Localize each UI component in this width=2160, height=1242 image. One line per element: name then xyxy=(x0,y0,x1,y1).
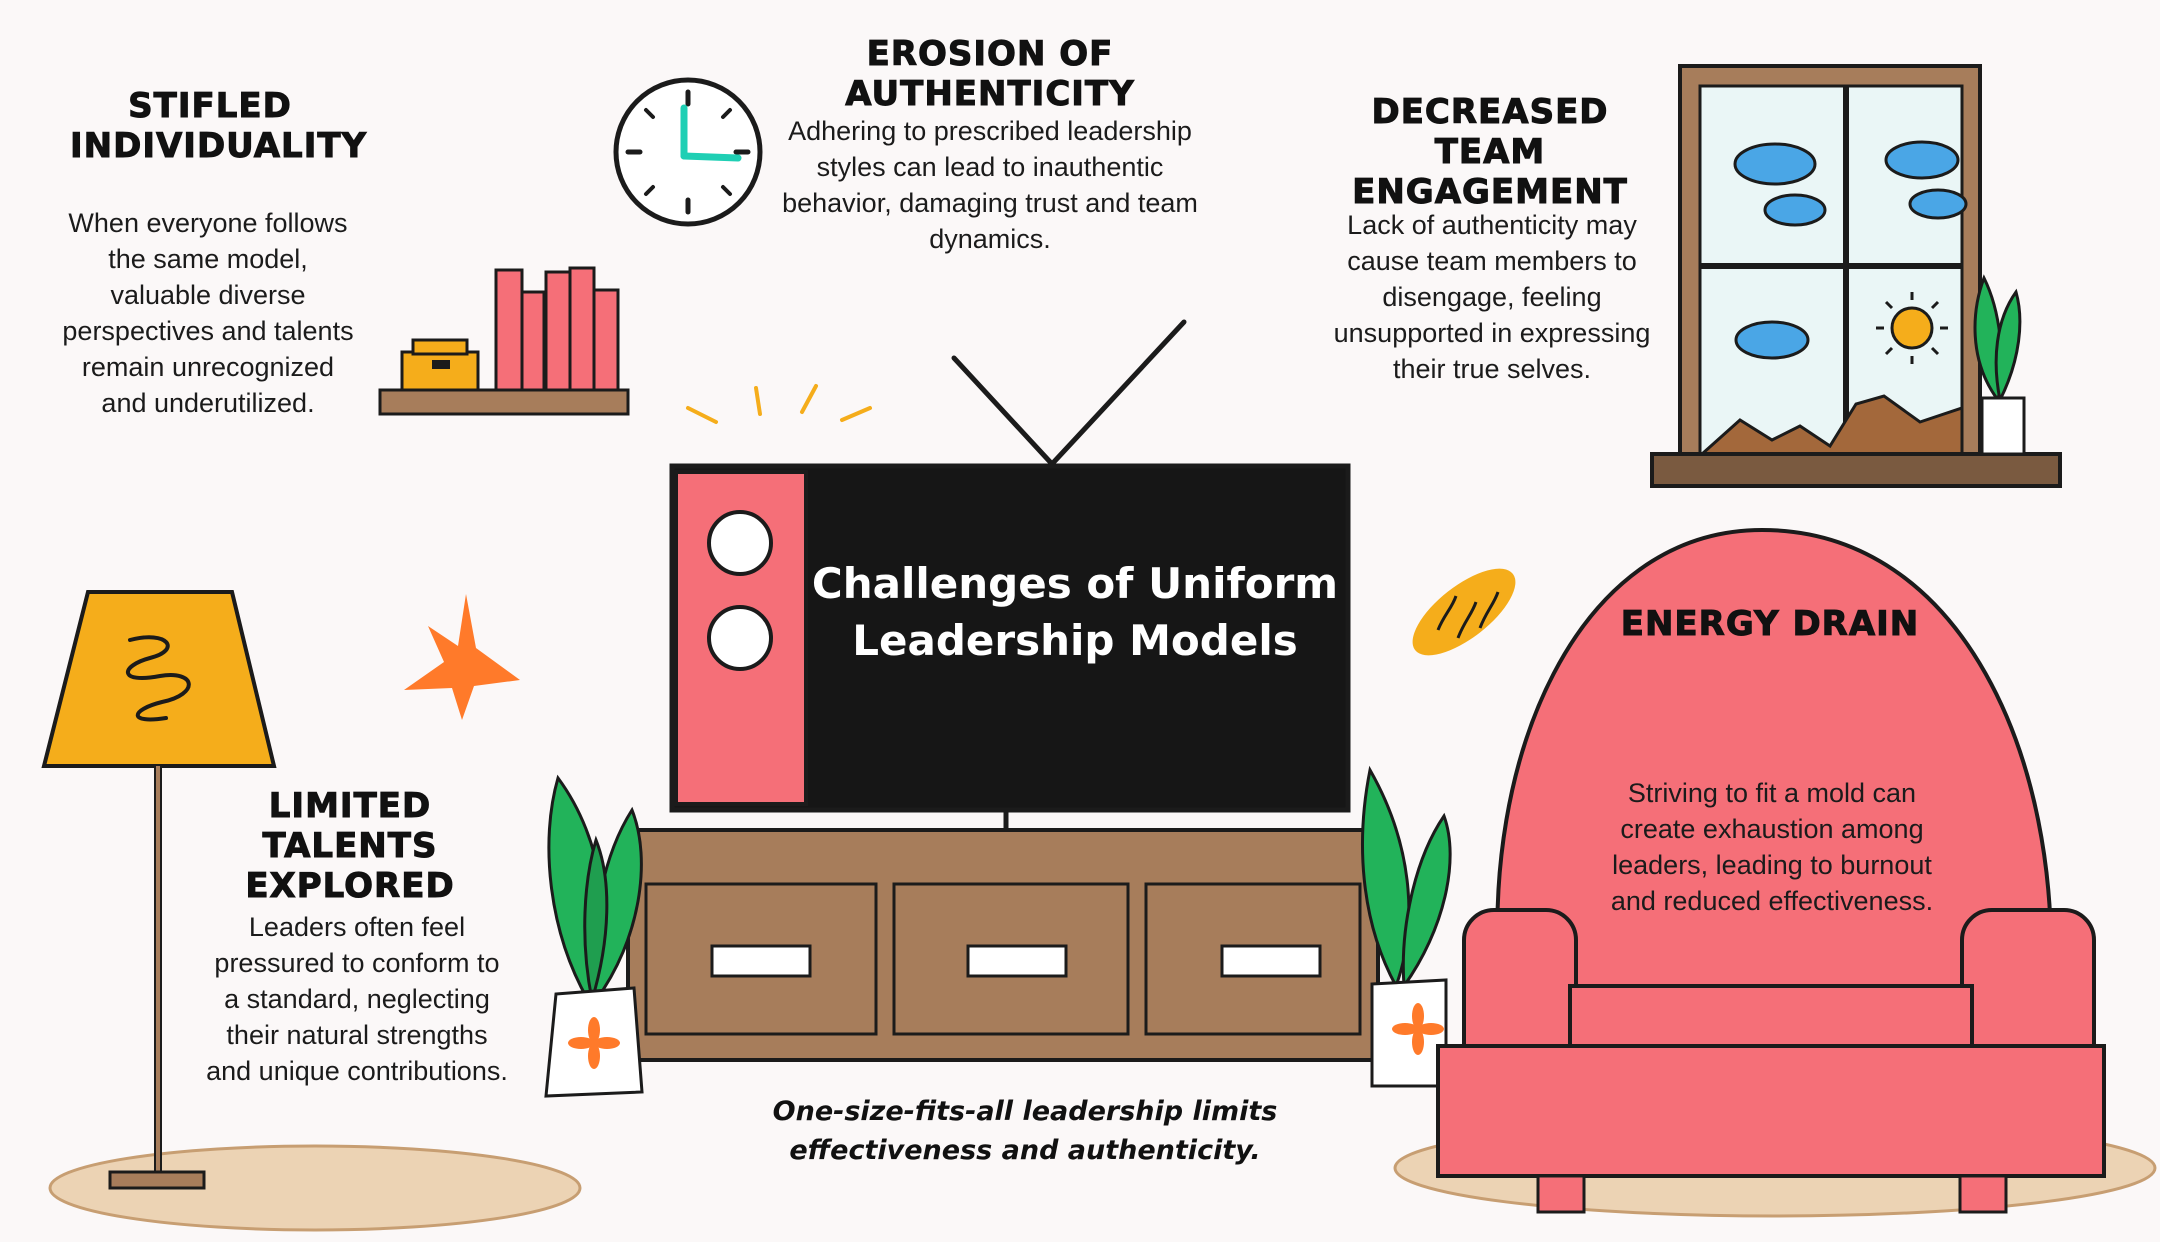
flower-icon xyxy=(1392,1003,1444,1055)
talents-body: Leaders often feel pressured to conform … xyxy=(206,912,508,1086)
tv-stand-icon xyxy=(626,828,1380,1062)
flower-icon xyxy=(568,1017,620,1069)
clock-icon xyxy=(613,77,763,227)
sun-icon xyxy=(1876,292,1948,364)
tv-icon xyxy=(669,463,1351,830)
left-rug-icon xyxy=(48,1144,582,1232)
bookshelf-icon xyxy=(378,266,630,416)
sparks-icon xyxy=(686,384,872,424)
cloud-icon xyxy=(1733,140,1968,360)
engagement-heading: DECREASED TEAM ENGAGEMENT xyxy=(1352,91,1628,213)
caption: One-size-fits-all leadership limits effe… xyxy=(772,1096,1278,1167)
mountain-icon xyxy=(1698,394,1964,456)
energy-heading: ENERGY DRAIN xyxy=(1620,603,1920,644)
engagement-body: Lack of authenticity may cause team memb… xyxy=(1333,210,1651,384)
armchair-icon xyxy=(1436,527,2106,1214)
energy-body: Striving to fit a mold can create exhaus… xyxy=(1610,778,1934,916)
bread-icon xyxy=(1412,568,1516,656)
antenna-icon xyxy=(951,319,1187,467)
page-title: Challenges of Uniform Leadership Models xyxy=(811,559,1339,665)
starburst-icon xyxy=(404,594,520,720)
window-icon xyxy=(1650,64,2062,488)
talents-heading: LIMITED TALENTS EXPLORED xyxy=(245,785,455,907)
plant-icon xyxy=(1361,765,1452,1088)
erosion-body: Adhering to prescribed leadership styles… xyxy=(782,116,1198,254)
plant-icon xyxy=(544,774,644,1098)
stifled-heading: STIFLED INDIVIDUALITY xyxy=(70,85,368,167)
window-plant-icon xyxy=(1973,274,2026,456)
lamp-icon xyxy=(41,590,277,1190)
stifled-body: When everyone follows the same model, va… xyxy=(62,208,354,418)
erosion-heading: EROSION OF AUTHENTICITY xyxy=(845,33,1135,115)
